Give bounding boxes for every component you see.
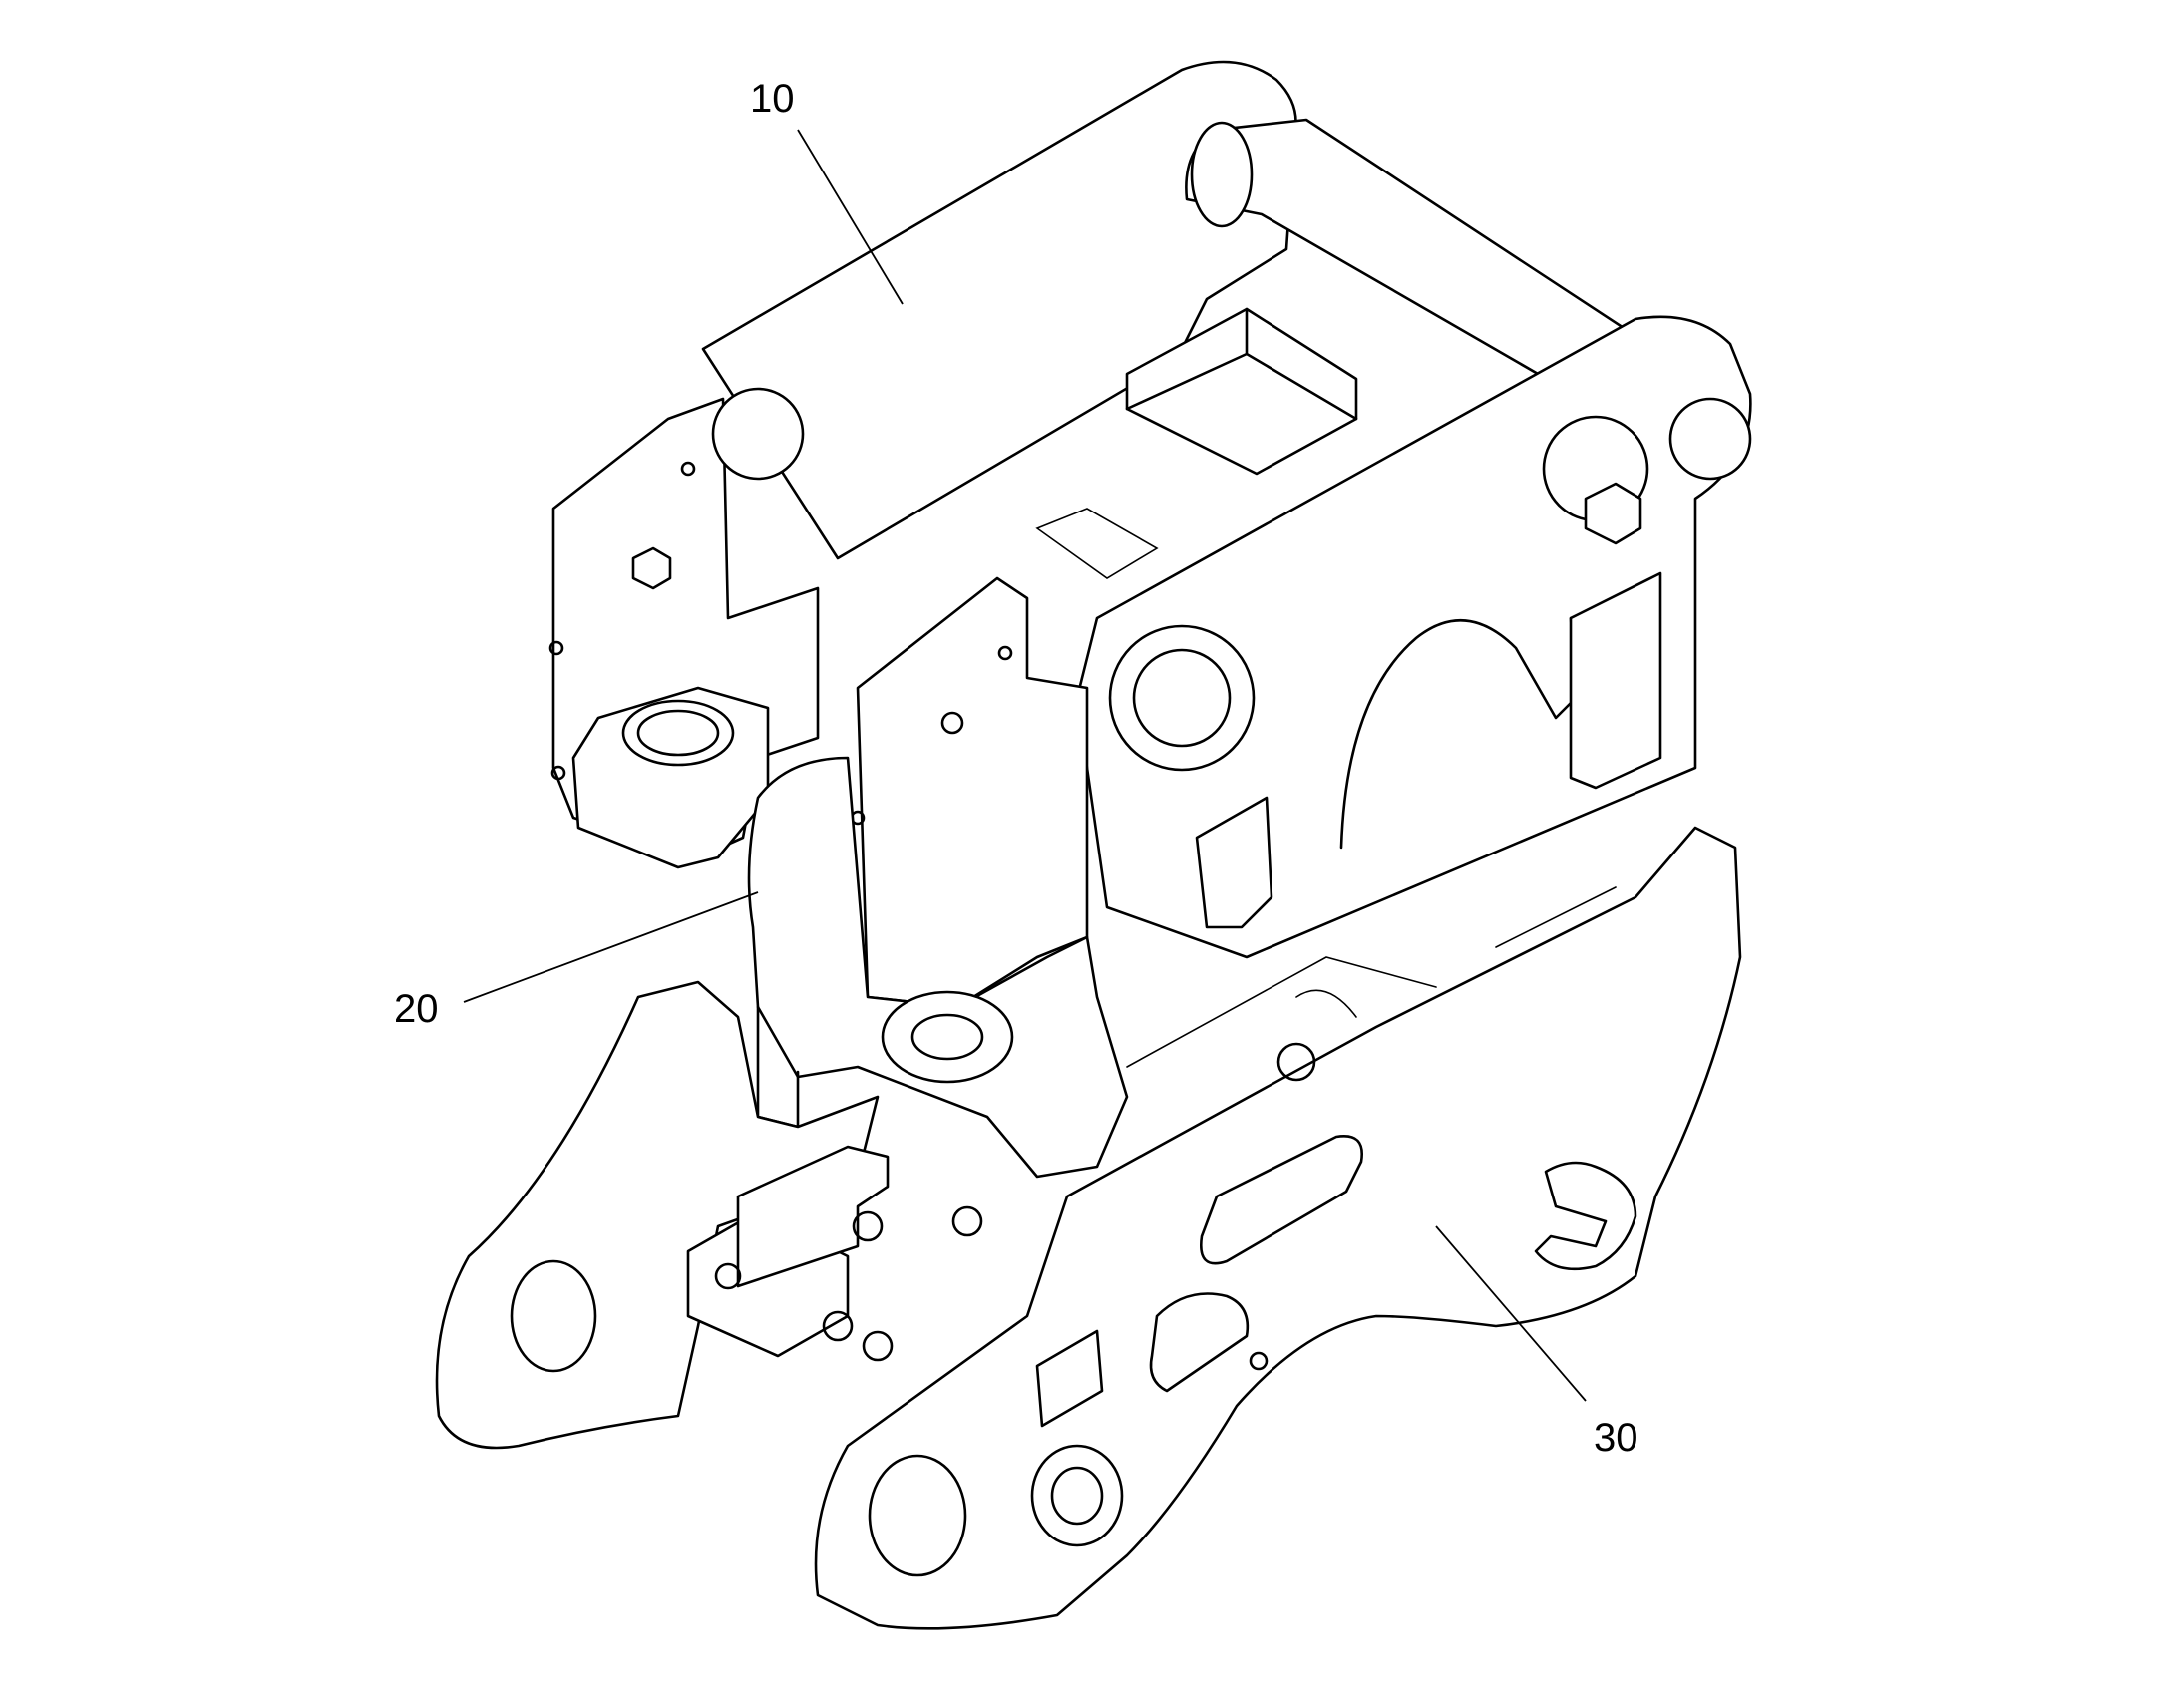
latch-hole-3: [822, 1310, 854, 1342]
part-10-upper-frame: 10: [548, 60, 1752, 1009]
inner-left-plate: [856, 576, 1089, 1009]
leader-30: [1435, 1225, 1587, 1402]
knob-hole: [1249, 1351, 1269, 1371]
left-boss-rear: [711, 387, 805, 481]
latch-hole-5: [714, 1262, 742, 1290]
right-plate-hook-rear: [1569, 571, 1662, 790]
inner-latch: [736, 1145, 890, 1288]
right-plate-cutout: [1339, 576, 1657, 850]
wedge-knob: [1149, 1292, 1250, 1393]
leader-20: [463, 891, 759, 1003]
label-10: 10: [750, 77, 795, 121]
inner-plate-hole-1: [940, 711, 964, 735]
latch-hole-1: [852, 1210, 884, 1242]
name-plate: [1199, 1134, 1364, 1265]
left-pin-bore: [510, 1259, 597, 1373]
valve-bore-inner: [636, 709, 720, 757]
right-plate-hook-front: [1195, 796, 1273, 929]
left-stud: [631, 546, 672, 590]
front-pin-bore: [868, 1454, 967, 1577]
inner-plate-hole-2: [997, 645, 1013, 661]
latch-hole-2: [951, 1205, 983, 1237]
leader-10: [797, 129, 904, 305]
label-20: 20: [394, 987, 439, 1031]
detail-lines: [1035, 508, 1617, 1082]
left-small-hole-1: [680, 461, 696, 477]
grease-nipple-inner: [1050, 1466, 1104, 1526]
part-30-lower-body: 30: [435, 826, 1742, 1630]
hook-right: [1534, 1161, 1637, 1271]
drum: [881, 990, 1014, 1084]
rear-pin-end: [1190, 121, 1254, 228]
locking-member-body: [747, 756, 1129, 1179]
latch-hole-4: [862, 1330, 894, 1362]
center-bolt: [1276, 1042, 1316, 1082]
label-30: 30: [1594, 1416, 1638, 1460]
right-boss-front-hole: [1132, 648, 1232, 748]
hex-nut: [1584, 482, 1642, 545]
left-small-hole-2: [548, 640, 564, 656]
grease-nipple-outer: [1030, 1444, 1124, 1547]
part-20-locking-member: 20: [394, 756, 1129, 1179]
left-small-hole-3: [550, 765, 566, 781]
pin-end-right: [1668, 397, 1752, 481]
logo-plate: [1035, 1329, 1104, 1428]
drum-inner: [910, 1013, 984, 1061]
